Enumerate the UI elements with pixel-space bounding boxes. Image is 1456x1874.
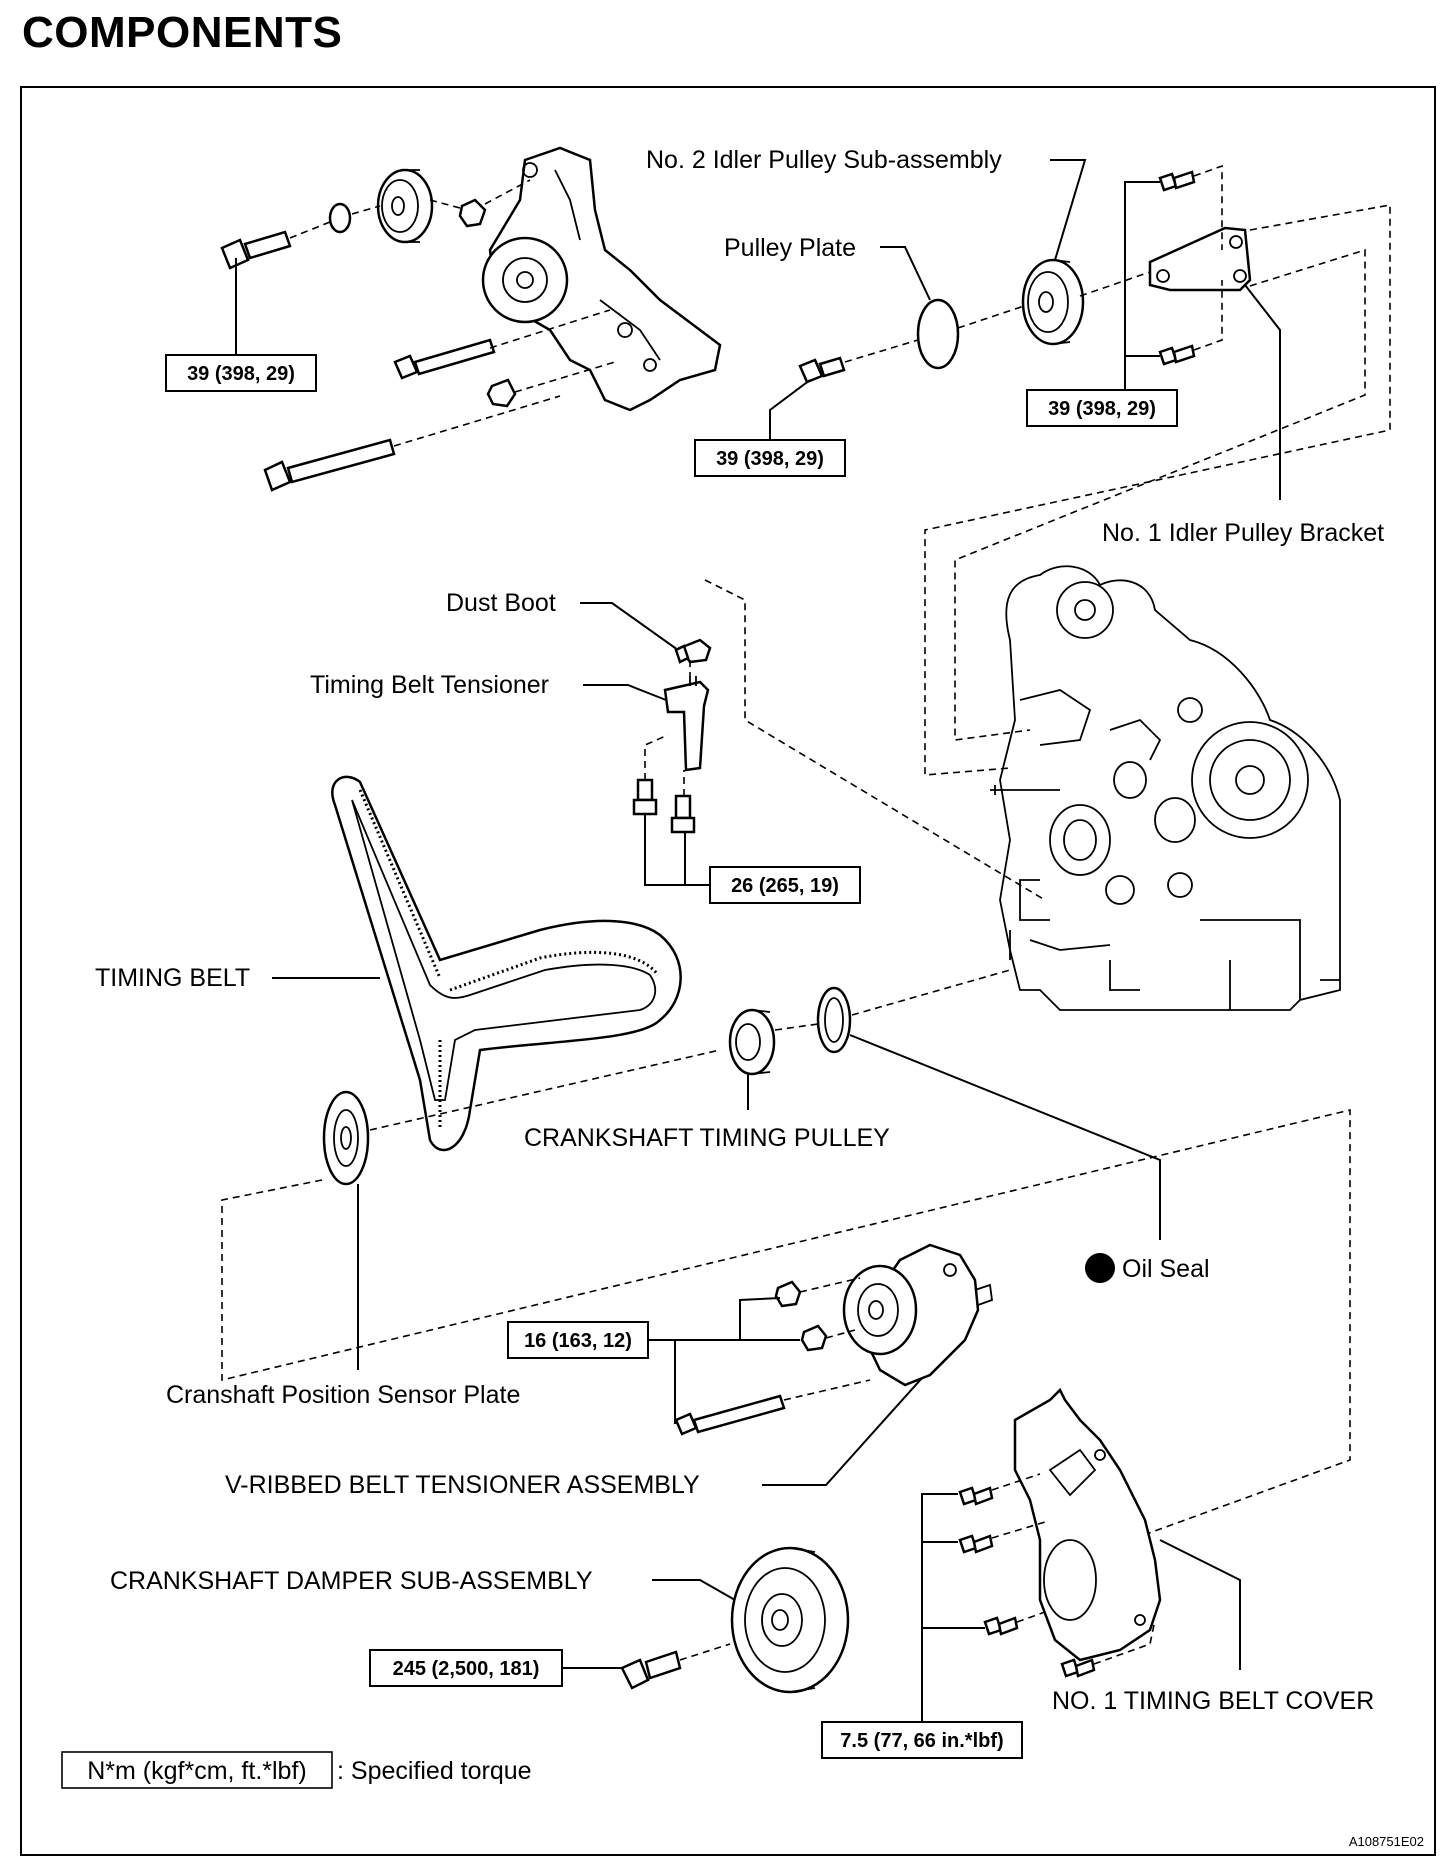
legend-description: : Specified torque	[337, 1757, 532, 1785]
torque-water-pump-bolt: 39 (398, 29)	[165, 354, 317, 392]
timing-belt-tensioner-drawing	[632, 579, 1046, 901]
svg-text:245 (2,500, 181): 245 (2,500, 181)	[393, 1658, 540, 1680]
v-ribbed-tensioner-label: V-RIBBED BELT TENSIONER ASSEMBLY	[225, 1471, 700, 1499]
no1-idler-bracket-label: No. 1 Idler Pulley Bracket	[1102, 519, 1384, 547]
svg-text:39 (398, 29): 39 (398, 29)	[1048, 398, 1156, 420]
torque-damper-bolt: 245 (2,500, 181)	[369, 1649, 563, 1687]
torque-v-ribbed-tensioner: 16 (163, 12)	[507, 1321, 649, 1359]
timing-belt-tensioner-label: Timing Belt Tensioner	[310, 671, 549, 699]
legend-unit-box: N*m (kgf*cm, ft.*lbf)	[87, 1757, 306, 1785]
crankshaft-damper-drawing	[620, 1546, 850, 1694]
sensor-plate-label: Cranshaft Position Sensor Plate	[166, 1381, 520, 1409]
sensor-plate-drawing	[221, 1049, 1351, 1541]
crankshaft-damper-label: CRANKSHAFT DAMPER SUB-ASSEMBLY	[110, 1567, 593, 1595]
svg-text:16 (163, 12): 16 (163, 12)	[524, 1330, 632, 1352]
torque-pulley-bolt: 39 (398, 29)	[694, 439, 846, 477]
leader-lines	[235, 159, 1281, 1722]
crankshaft-pulley-drawing	[728, 969, 1011, 1076]
timing-belt-label: TIMING BELT	[95, 964, 250, 992]
pulley-plate-label: Pulley Plate	[724, 234, 856, 262]
svg-text:39 (398, 29): 39 (398, 29)	[187, 363, 295, 385]
torque-cover-bolts: 7.5 (77, 66 in.*lbf)	[821, 1721, 1023, 1759]
svg-text:7.5 (77, 66 in.*lbf): 7.5 (77, 66 in.*lbf)	[840, 1730, 1003, 1752]
no1-timing-belt-cover-label: NO. 1 TIMING BELT COVER	[1052, 1687, 1374, 1715]
no2-idler-pulley-label: No. 2 Idler Pulley Sub-assembly	[646, 146, 1002, 174]
engine-block-drawing	[990, 565, 1341, 1011]
torque-bracket-bolts: 39 (398, 29)	[1026, 389, 1178, 427]
dust-boot-label: Dust Boot	[446, 589, 556, 617]
timing-belt-cover-drawing	[958, 1387, 1162, 1678]
timing-belt-drawing	[331, 775, 682, 1152]
torque-legend: N*m (kgf*cm, ft.*lbf) : Specified torque	[61, 1751, 532, 1789]
page-title: COMPONENTS	[22, 8, 343, 57]
svg-text:39 (398, 29): 39 (398, 29)	[716, 448, 824, 470]
v-ribbed-tensioner-drawing	[674, 1243, 993, 1436]
figure-code: A108751E02	[1349, 1834, 1424, 1849]
svg-text:26 (265, 19): 26 (265, 19)	[731, 875, 839, 897]
diagram-frame	[20, 86, 1436, 1856]
water-pump-assembly-drawing	[220, 146, 722, 492]
no2-idler-pulley-drawing	[798, 164, 1391, 776]
crankshaft-timing-pulley-label: CRANKSHAFT TIMING PULLEY	[524, 1124, 890, 1152]
oil-seal-label: Oil Seal	[1122, 1255, 1210, 1283]
oil-seal-replace-marker	[1085, 1253, 1115, 1283]
torque-tensioner-bolts: 26 (265, 19)	[709, 866, 861, 904]
